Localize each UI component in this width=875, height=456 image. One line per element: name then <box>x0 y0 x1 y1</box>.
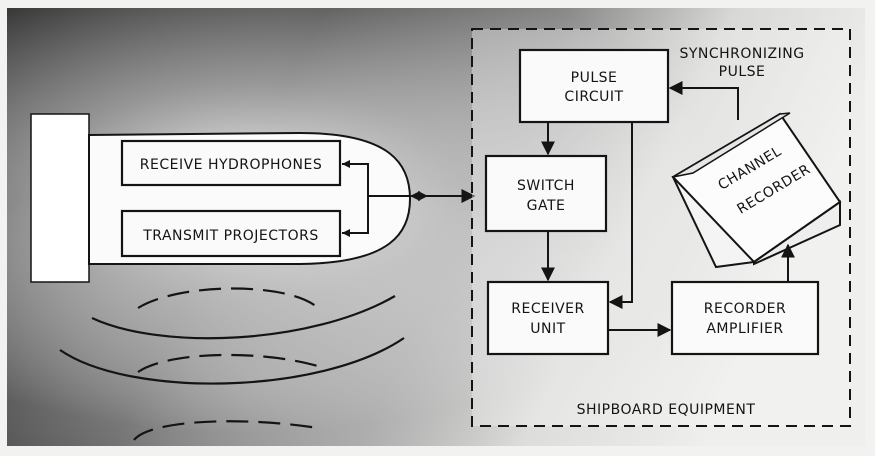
switch-gate-label-line1: SWITCH <box>517 178 575 194</box>
recorder-amplifier-box: RECORDER AMPLIFIER <box>670 280 820 356</box>
vessel-block <box>30 113 90 283</box>
body-connections <box>342 160 476 237</box>
transmit-projectors-label: TRANSMIT PROJECTORS <box>142 228 318 244</box>
channel-recorder-back <box>672 112 791 178</box>
receive-hydrophones-box: RECEIVE HYDROPHONES <box>120 139 342 187</box>
channel-recorder-side <box>753 200 841 266</box>
pulse-circuit-label-line1: PULSE <box>571 70 618 86</box>
switch-gate-box: SWITCH GATE <box>484 154 608 233</box>
pulse-circuit-label-line2: CIRCUIT <box>564 89 623 105</box>
receiver-unit-label-line2: UNIT <box>530 321 565 337</box>
channel-recorder: CHANNEL RECORDER <box>671 112 842 269</box>
signal-flow-arrows <box>541 81 795 337</box>
synchronizing-pulse-label-line2: PULSE <box>719 64 766 80</box>
arrow-pulse-to-receiver <box>608 122 633 309</box>
receiver-unit-label-line1: RECEIVER <box>511 301 584 317</box>
pulse-circuit-box: PULSE CIRCUIT <box>518 48 670 124</box>
receive-hydrophones-label: RECEIVE HYDROPHONES <box>140 157 323 173</box>
sonar-waves <box>59 287 405 441</box>
recorder-amplifier-label-line2: AMPLIFIER <box>706 321 783 337</box>
recorder-amplifier-label-line1: RECORDER <box>704 301 786 317</box>
synchronizing-pulse-label-line1: SYNCHRONIZING <box>679 46 804 62</box>
shipboard-equipment-label: SHIPBOARD EQUIPMENT <box>577 402 756 418</box>
transmit-projectors-box: TRANSMIT PROJECTORS <box>120 209 342 258</box>
switch-gate-label-line2: GATE <box>527 198 566 214</box>
arrow-sync-pulse <box>668 81 739 120</box>
receiver-unit-box: RECEIVER UNIT <box>486 280 610 356</box>
